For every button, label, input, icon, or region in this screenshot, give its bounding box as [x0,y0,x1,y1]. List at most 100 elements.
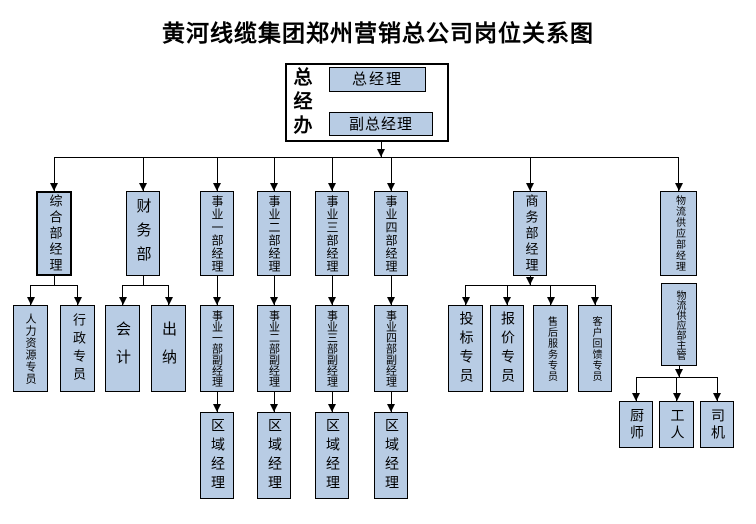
arrow-down-icon [526,277,534,285]
sy1f-label: 事业一部副经理 [210,310,224,387]
arrow-down-icon [328,297,336,305]
shfw-label: 售后服务专员 [545,315,557,382]
bus-child-drop [216,157,218,191]
office-label-label: 总经办 [290,66,313,139]
bus-rail [122,284,169,286]
bus-rail [54,156,679,158]
bus-child-drop [594,285,596,305]
arrow-down-icon [328,404,336,412]
sy1-label: 事业一部经理 [210,194,224,273]
bus-parent-drop [53,276,55,285]
connector-line [273,392,275,412]
node-qy4: 区域经理 [374,412,408,499]
wlzg-label: 物流供应部主管 [674,289,685,360]
bus-child-drop [168,285,169,305]
arrow-down-icon [674,183,683,191]
rlzy-label: 人力资源专员 [24,312,37,385]
bus-child-drop [53,157,55,191]
sy2f-label: 事业二部副经理 [267,310,281,387]
bus-child-drop [676,377,677,401]
node-qy1: 区域经理 [200,412,234,499]
qy2-label: 区域经理 [266,417,282,494]
arrow-down-icon [713,393,721,401]
dgm-label: 副总经理 [348,114,413,133]
arrow-down-icon [546,297,555,305]
arrow-down-icon [328,183,336,191]
bus-child-drop [529,157,531,191]
arrow-down-icon [377,149,385,157]
cs-label: 厨师 [628,407,644,442]
arrow-down-icon [387,297,395,305]
node-sy3f: 事业三部副经理 [315,305,349,392]
node-sy4: 事业四部经理 [374,191,408,276]
gr-label: 工人 [668,407,685,442]
connector-line [331,392,333,412]
arrow-down-icon [526,183,534,191]
xzzy-label: 行政专员 [70,312,85,385]
node-bjzy: 报价专员 [490,305,524,392]
bjzy-label: 报价专员 [499,310,515,387]
connector-line [331,276,333,305]
bus-rail [30,284,78,286]
bus-child-drop [122,285,123,305]
node-wlb: 物流供应部经理 [660,191,697,276]
bus-child-drop [550,285,551,305]
arrow-down-icon [270,404,278,412]
bus-child-drop [465,285,466,305]
arrow-down-icon [461,297,470,305]
arrow-down-icon [213,404,221,412]
connector-line [216,276,218,305]
page-title: 黄河线缆集团郑州营销总公司岗位关系图 [162,21,594,47]
cwb-label: 财务部 [134,197,153,270]
node-sy1f: 事业一部副经理 [200,305,234,392]
connector-line [216,392,218,412]
bus-child-drop [30,285,31,305]
node-office-label: 总经办 [288,65,314,140]
arrow-down-icon [675,369,683,377]
sy3-label: 事业三部经理 [325,194,339,273]
node-wlzg: 物流供应部主管 [661,283,697,366]
connector-line [390,392,392,412]
bus-parent-drop [380,136,382,157]
sy4-label: 事业四部经理 [384,194,398,273]
node-kj: 会计 [105,305,140,392]
qy4-label: 区域经理 [383,417,399,494]
sy3f-label: 事业三部副经理 [325,310,339,387]
arrow-down-icon [672,393,681,401]
node-sy3: 事业三部经理 [315,191,349,276]
bus-child-drop [390,157,392,191]
wlb-label: 物流供应部经理 [673,195,685,272]
bus-child-drop [506,285,508,305]
arrow-down-icon [591,297,599,305]
node-cwb: 财务部 [126,191,160,276]
node-shfw: 售后服务专员 [533,305,568,392]
tbzy-label: 投标专员 [457,310,474,387]
arrow-down-icon [270,183,278,191]
bus-child-drop [77,285,78,305]
bus-child-drop [635,377,637,401]
swb-label: 商务部经理 [522,193,538,274]
connector-line [390,276,392,305]
node-zhb: 综合部经理 [36,191,72,276]
cn-label: 出纳 [160,320,178,377]
node-sy4f: 事业四部副经理 [374,305,408,392]
arrow-down-icon [387,404,395,412]
node-dgm: 副总经理 [329,112,433,136]
node-gr: 工人 [659,401,694,448]
arrow-down-icon [387,183,395,191]
node-swb: 商务部经理 [513,191,547,276]
bus-parent-drop [142,276,144,285]
arrow-down-icon [164,297,173,305]
node-rlzy: 人力资源专员 [13,305,48,392]
node-xzzy: 行政专员 [60,305,95,392]
node-cs: 厨师 [619,401,653,448]
khhk-label: 客户回馈专员 [590,315,601,382]
arrow-down-icon [118,297,127,305]
arrow-down-icon [503,297,511,305]
node-cn: 出纳 [151,305,186,392]
node-gm: 总经理 [329,67,426,92]
arrow-down-icon [632,393,640,401]
arrow-down-icon [73,297,82,305]
node-sj: 司机 [700,401,734,448]
